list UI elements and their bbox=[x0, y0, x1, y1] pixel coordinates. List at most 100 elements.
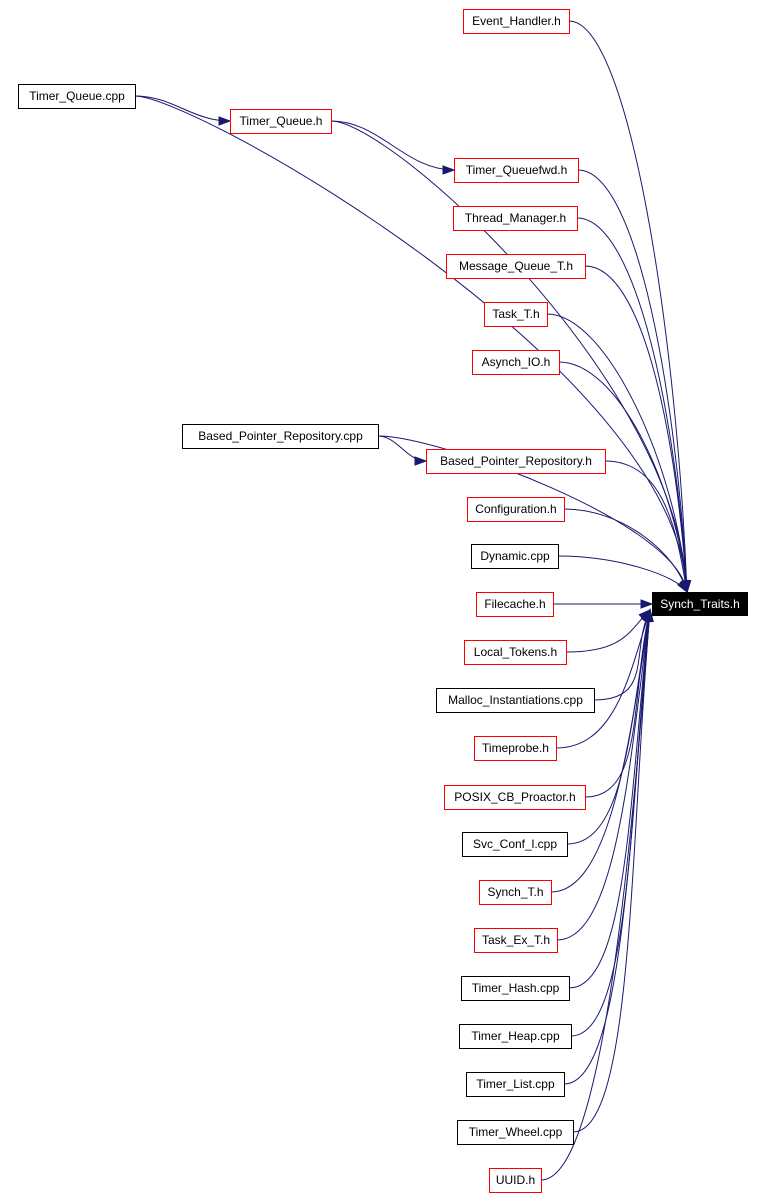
edge-line bbox=[584, 609, 651, 798]
edge-timer-heap-cpp-to-target bbox=[570, 608, 654, 1037]
node-task-ex-t-h[interactable]: Task_Ex_T.h bbox=[474, 928, 558, 953]
node-box bbox=[182, 424, 379, 449]
node-box bbox=[461, 976, 570, 1001]
node-box bbox=[466, 1072, 565, 1097]
node-asynch-io-h[interactable]: Asynch_IO.h bbox=[472, 350, 560, 375]
node-box bbox=[454, 158, 579, 183]
node-label: Task_Ex_T.h bbox=[482, 933, 550, 947]
node-synch-t-h[interactable]: Synch_T.h bbox=[479, 880, 552, 905]
node-label: POSIX_CB_Proactor.h bbox=[454, 790, 575, 804]
node-timeprobe-h[interactable]: Timeprobe.h bbox=[474, 736, 557, 761]
edge-task-ex-t-h-to-target bbox=[556, 608, 654, 941]
node-label: Timer_Hash.cpp bbox=[472, 981, 560, 995]
node-event-handler-h[interactable]: Event_Handler.h bbox=[463, 9, 570, 34]
node-thread-manager-h[interactable]: Thread_Manager.h bbox=[453, 206, 578, 231]
edge-line bbox=[576, 217, 688, 593]
node-timer-hash-cpp[interactable]: Timer_Hash.cpp bbox=[461, 976, 570, 1001]
node-label: Timeprobe.h bbox=[482, 741, 549, 755]
node-label: Task_T.h bbox=[492, 307, 539, 321]
edge-line bbox=[604, 460, 688, 593]
edge-arrowhead bbox=[676, 579, 688, 594]
edge-line bbox=[550, 609, 651, 893]
node-label: Message_Queue_T.h bbox=[459, 259, 573, 273]
node-label: Based_Pointer_Repository.h bbox=[440, 454, 592, 468]
node-label: Filecache.h bbox=[484, 597, 545, 611]
node-posix-cb-h[interactable]: POSIX_CB_Proactor.h bbox=[444, 785, 586, 810]
edge-arrowhead bbox=[218, 116, 232, 126]
node-timer-queue-h[interactable]: Timer_Queue.h bbox=[230, 109, 332, 134]
node-box bbox=[436, 688, 595, 713]
edge-arrowhead bbox=[644, 608, 654, 622]
node-label: Svc_Conf_l.cpp bbox=[473, 837, 557, 851]
node-timer-heap-cpp[interactable]: Timer_Heap.cpp bbox=[459, 1024, 572, 1049]
edge-timeprobe-h-to-target bbox=[555, 608, 651, 749]
node-dynamic-cpp[interactable]: Dynamic.cpp bbox=[471, 544, 559, 569]
edge-line bbox=[593, 609, 651, 701]
edge-message-queue-t-h-to-target bbox=[584, 265, 691, 594]
node-label: Event_Handler.h bbox=[472, 14, 561, 28]
edge-line bbox=[557, 555, 688, 593]
node-message-queue-t-h[interactable]: Message_Queue_T.h bbox=[446, 254, 586, 279]
node-timer-wheel-cpp[interactable]: Timer_Wheel.cpp bbox=[457, 1120, 574, 1145]
edge-line bbox=[540, 609, 651, 1181]
node-label: Asynch_IO.h bbox=[482, 355, 551, 369]
node-uuid-h[interactable]: UUID.h bbox=[489, 1168, 542, 1193]
node-label: Local_Tokens.h bbox=[474, 645, 557, 659]
node-box bbox=[446, 254, 586, 279]
edge-line bbox=[330, 120, 455, 171]
node-box bbox=[476, 592, 554, 617]
edge-line bbox=[546, 313, 688, 593]
edge-line bbox=[134, 95, 231, 122]
edge-filecache-h-to-target bbox=[553, 599, 654, 609]
node-task-t-h[interactable]: Task_T.h bbox=[484, 302, 548, 327]
node-label: Synch_T.h bbox=[487, 885, 543, 899]
edge-malloc-inst-cpp-to-target bbox=[593, 608, 651, 701]
node-label: Configuration.h bbox=[475, 502, 556, 516]
edge-line bbox=[558, 361, 688, 593]
node-label: Timer_Wheel.cpp bbox=[469, 1125, 563, 1139]
target-node-label: Synch_Traits.h bbox=[660, 597, 740, 611]
node-label: Based_Pointer_Repository.cpp bbox=[198, 429, 363, 443]
node-box bbox=[474, 928, 558, 953]
edge-line bbox=[565, 609, 651, 653]
target-node-synch-traits-h[interactable]: Synch_Traits.h bbox=[652, 592, 748, 616]
edge-arrowhead bbox=[640, 599, 654, 609]
edge-line bbox=[556, 609, 651, 941]
node-box bbox=[457, 1120, 574, 1145]
node-svc-conf-l-cpp[interactable]: Svc_Conf_l.cpp bbox=[462, 832, 568, 857]
node-box bbox=[484, 302, 548, 327]
node-timer-queuefwd-h[interactable]: Timer_Queuefwd.h bbox=[454, 158, 579, 183]
edge-line bbox=[563, 508, 688, 593]
node-configuration-h[interactable]: Configuration.h bbox=[467, 497, 565, 522]
edge-arrowhead bbox=[414, 456, 428, 466]
edge-line bbox=[568, 20, 688, 593]
node-label: Timer_Queuefwd.h bbox=[466, 163, 568, 177]
node-timer-list-cpp[interactable]: Timer_List.cpp bbox=[466, 1072, 565, 1097]
node-filecache-h[interactable]: Filecache.h bbox=[476, 592, 554, 617]
node-label: Timer_List.cpp bbox=[476, 1077, 555, 1091]
edge-line bbox=[134, 95, 688, 593]
node-box bbox=[230, 109, 332, 134]
edge-bpr-cpp-to-bpr-h bbox=[377, 435, 428, 466]
node-box bbox=[459, 1024, 572, 1049]
node-bpr-h[interactable]: Based_Pointer_Repository.h bbox=[426, 449, 606, 474]
edge-line bbox=[555, 609, 651, 749]
node-box bbox=[464, 640, 567, 665]
node-label: Timer_Queue.cpp bbox=[29, 89, 125, 103]
node-label: UUID.h bbox=[496, 1173, 535, 1187]
node-box bbox=[471, 544, 559, 569]
edge-line bbox=[577, 169, 688, 593]
node-local-tokens-h[interactable]: Local_Tokens.h bbox=[464, 640, 567, 665]
node-box bbox=[479, 880, 552, 905]
node-label: Timer_Queue.h bbox=[240, 114, 323, 128]
node-malloc-inst-cpp[interactable]: Malloc_Instantiations.cpp bbox=[436, 688, 595, 713]
node-box bbox=[489, 1168, 542, 1193]
node-label: Dynamic.cpp bbox=[480, 549, 550, 563]
node-bpr-cpp[interactable]: Based_Pointer_Repository.cpp bbox=[182, 424, 379, 449]
target-node-box bbox=[652, 592, 748, 616]
edge-arrowhead bbox=[442, 165, 456, 175]
edges-layer bbox=[134, 20, 692, 1181]
node-timer-queue-cpp[interactable]: Timer_Queue.cpp bbox=[18, 84, 136, 109]
node-label: Malloc_Instantiations.cpp bbox=[448, 693, 583, 707]
